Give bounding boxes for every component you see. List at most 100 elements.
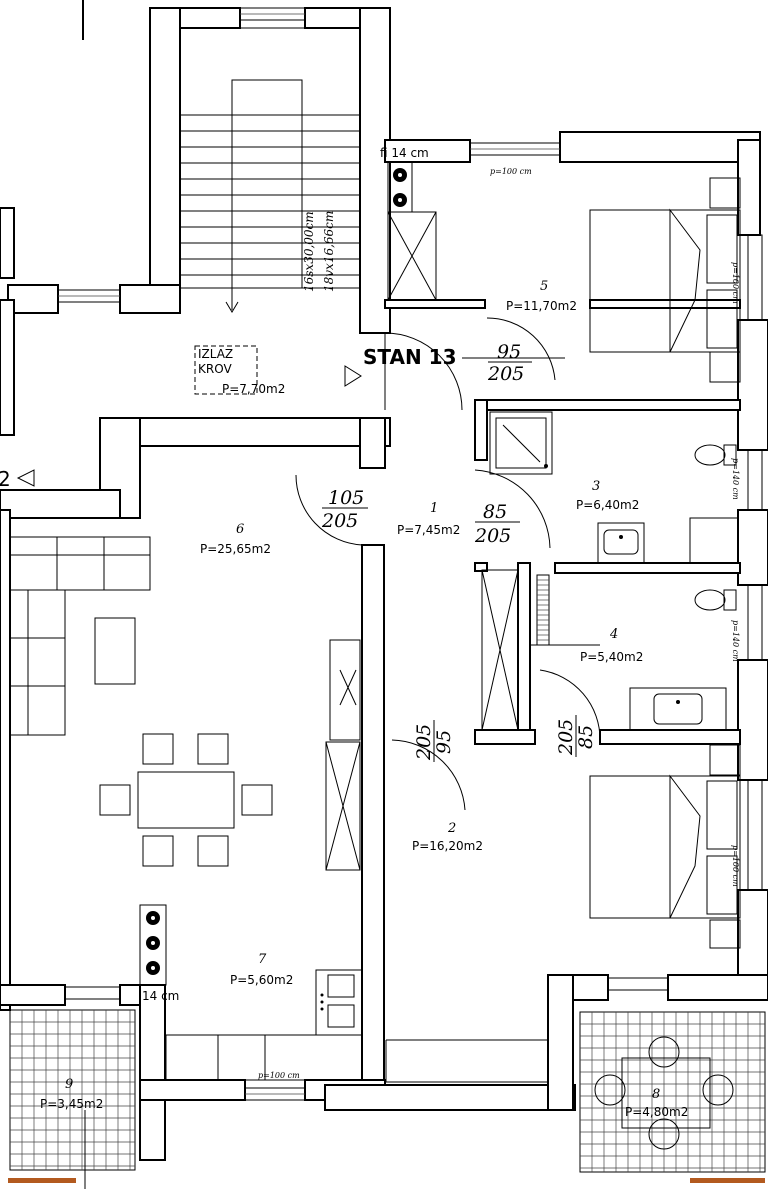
- sink: [629, 687, 727, 731]
- window-label: p=140 cm: [731, 458, 740, 500]
- room-number: 4: [609, 627, 618, 642]
- wall: [361, 544, 385, 1086]
- svg-text:105: 105: [328, 487, 364, 509]
- tv-unit: [329, 639, 361, 741]
- wall: [139, 1079, 246, 1101]
- door-label: 95 205: [487, 341, 532, 385]
- svg-text:205: 205: [487, 363, 524, 385]
- room-number: 2: [447, 821, 456, 836]
- neighbor-unit-mark: 2: [0, 467, 11, 491]
- sofa: [9, 536, 151, 736]
- window: [747, 584, 763, 661]
- balcony-right: [579, 1011, 766, 1183]
- dining-table: [99, 733, 273, 867]
- wall: [737, 659, 768, 781]
- room-area: P=5,40m2: [580, 650, 643, 664]
- wall: [547, 974, 574, 1111]
- chimney-top: [387, 161, 413, 213]
- room-area: P=7,45m2: [397, 523, 460, 537]
- closet: [387, 211, 437, 301]
- kitchen-counter: [165, 969, 363, 1081]
- wall: [737, 139, 761, 236]
- wall: [0, 509, 11, 1011]
- wall: [559, 131, 761, 163]
- wall: [667, 974, 768, 1001]
- windows: [57, 7, 763, 1101]
- wall: [474, 729, 536, 745]
- wall: [7, 284, 59, 314]
- room-area: P=11,70m2: [506, 299, 577, 313]
- door-label: 205 85: [555, 715, 597, 757]
- window-label: p=100 cm: [258, 1071, 300, 1080]
- toilet: [694, 589, 737, 611]
- towel-rail: [536, 574, 550, 646]
- room-area: P=4,80m2: [625, 1105, 688, 1119]
- door-label: 85 205: [474, 501, 520, 547]
- window: [747, 779, 763, 891]
- svg-text:205: 205: [555, 719, 577, 756]
- wardrobe: [481, 569, 519, 731]
- chimney-label: fi 14 cm: [380, 146, 429, 160]
- wall: [737, 889, 768, 991]
- room-area: P=5,60m2: [230, 973, 293, 987]
- wall: [99, 417, 391, 447]
- stair-riser-label: 18vx16,66cm: [322, 211, 336, 292]
- wardrobe: [325, 741, 361, 871]
- wall: [589, 299, 741, 309]
- coffee-table: [94, 617, 136, 685]
- wall: [359, 417, 386, 469]
- bed-top: [589, 177, 741, 383]
- room-area: P=25,65m2: [200, 542, 271, 556]
- wall: [554, 562, 741, 574]
- room-number: 6: [236, 522, 244, 537]
- wall: [359, 7, 391, 334]
- svg-text:95: 95: [433, 730, 455, 754]
- bed-bottom: [589, 744, 741, 949]
- sink: [597, 522, 645, 564]
- window: [607, 977, 669, 991]
- room-number: 9: [65, 1077, 73, 1092]
- wall: [139, 984, 166, 1161]
- roof-exit-box: [194, 345, 258, 395]
- wall: [737, 319, 768, 451]
- walls: [0, 7, 768, 1161]
- shower: [489, 411, 553, 475]
- entrance-arrow-icon: [344, 365, 362, 387]
- wall: [0, 489, 121, 519]
- washer: [689, 517, 739, 564]
- staircase: [179, 27, 361, 313]
- room-number: 8: [652, 1087, 660, 1102]
- window-label: p=100 cm: [490, 167, 532, 176]
- roof-exit-label: IZLAZ: [198, 347, 233, 361]
- chimney-bottom: [139, 904, 167, 986]
- door-label: 205 95: [413, 720, 455, 762]
- svg-text:205: 205: [321, 510, 358, 532]
- toilet: [694, 444, 737, 466]
- chimney-label: 14 cm: [142, 989, 179, 1003]
- room-area: P=7,70m2: [222, 382, 285, 396]
- room-area: P=3,45m2: [40, 1097, 103, 1111]
- wall: [474, 399, 488, 461]
- door-label: 105 205: [321, 487, 368, 532]
- svg-text:85: 85: [575, 725, 597, 749]
- stair-tread-label: 16sx30,00cm: [302, 211, 316, 292]
- entrance-arrow-icon: [16, 469, 35, 487]
- wall: [474, 562, 488, 572]
- window: [64, 986, 121, 1000]
- roof-exit-label: KROV: [198, 362, 232, 376]
- window: [747, 234, 763, 321]
- svg-text:95: 95: [497, 341, 521, 363]
- room-number: 1: [430, 501, 438, 516]
- wall: [0, 984, 66, 1006]
- wall: [0, 299, 15, 436]
- room-area: P=6,40m2: [576, 498, 639, 512]
- window: [747, 449, 763, 511]
- window-label: p=100 cm: [731, 845, 740, 887]
- door-swings: [295, 317, 601, 1083]
- room-area: P=16,20m2: [412, 839, 483, 853]
- wall: [0, 207, 15, 279]
- room-number: 7: [258, 952, 267, 967]
- svg-text:205: 205: [474, 525, 511, 547]
- wall: [324, 1084, 576, 1111]
